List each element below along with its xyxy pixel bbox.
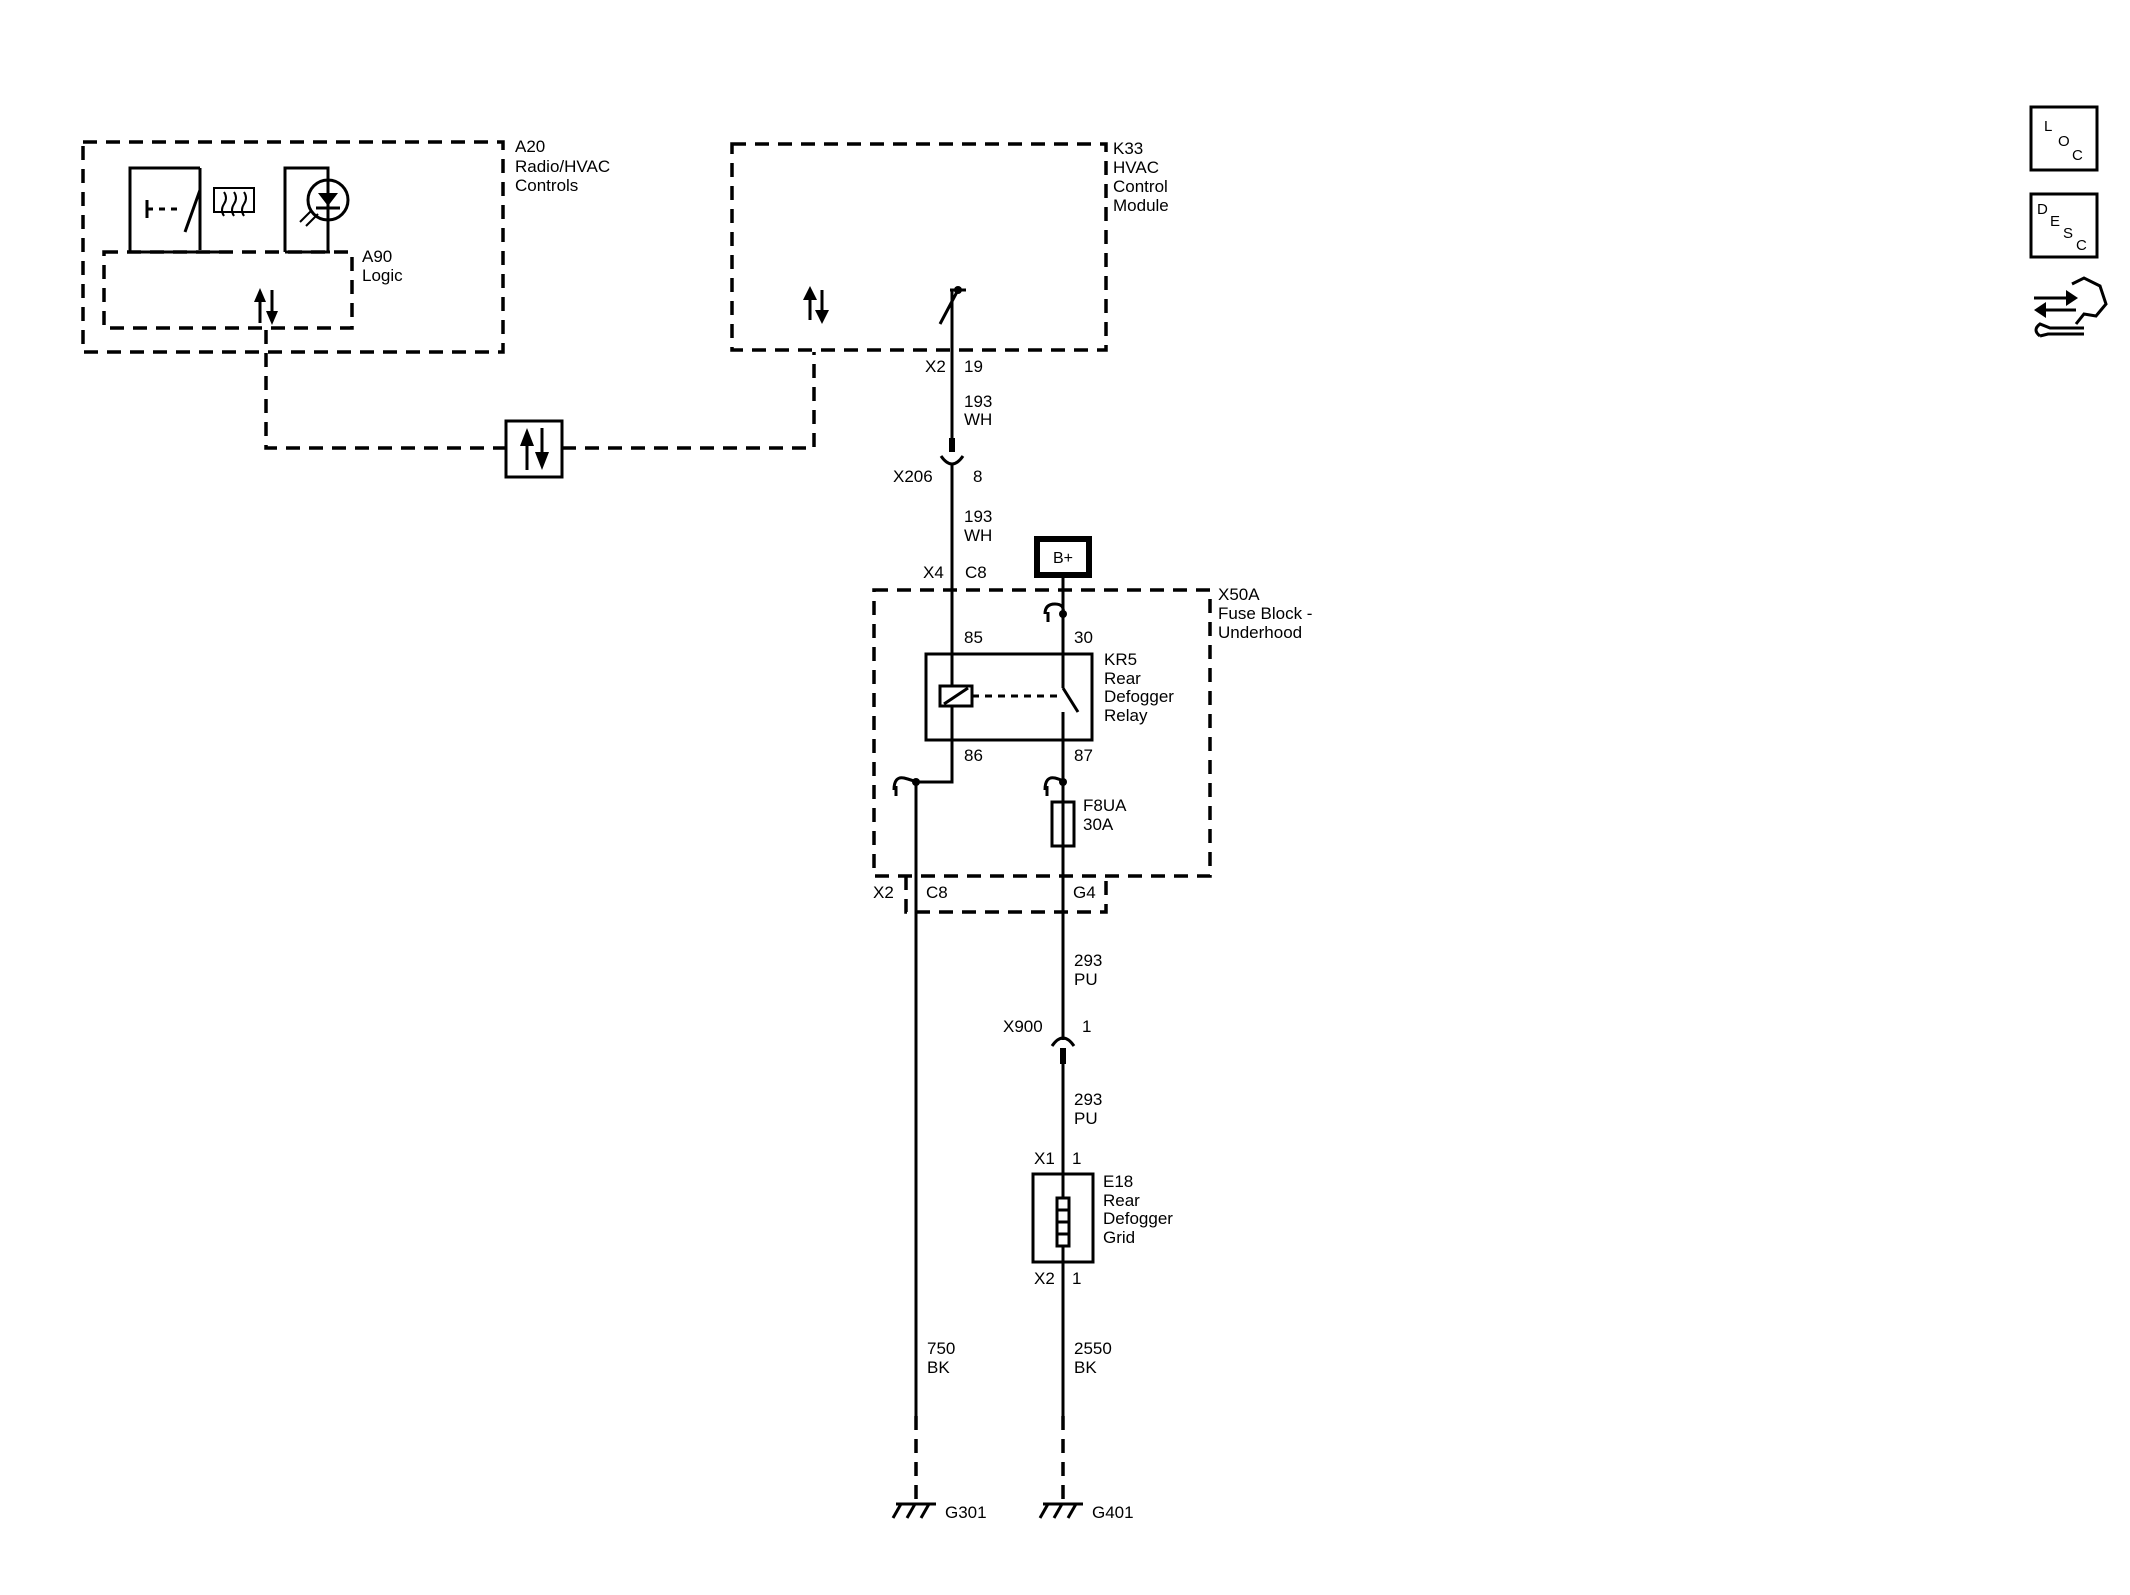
a90-id: A90 [362, 247, 392, 266]
defog-switch-icon [128, 166, 220, 254]
ground-g301[interactable] [891, 1416, 936, 1519]
x50a-fuse-block-underhood[interactable]: X50A Fuse Block - Underhood 85 30 KR5 Re… [872, 585, 1312, 1416]
x50a-line2: Underhood [1218, 623, 1302, 642]
w193b-color: WH [964, 526, 992, 545]
relay-pin-87: 87 [1074, 746, 1093, 765]
k33-line2: Control [1113, 177, 1168, 196]
x50a-line1: Fuse Block - [1218, 604, 1312, 623]
w750-circuit: 750 [927, 1339, 955, 1358]
desc-letter-1: D [2037, 201, 2048, 218]
w2550-circuit: 2550 [1074, 1339, 1112, 1358]
e18-bottom-connector-pin: 1 [1072, 1269, 1081, 1288]
k33-low-side-driver-icon [938, 286, 966, 440]
e18-top-connector-pin: 1 [1072, 1149, 1081, 1168]
w293a-color: PU [1074, 970, 1098, 989]
x206-inline-connector[interactable] [939, 438, 965, 590]
ground-g401-label: G401 [1092, 1503, 1134, 1522]
x900-name: X900 [1003, 1017, 1043, 1036]
kr5-id: KR5 [1104, 650, 1137, 669]
w193b-circuit: 193 [964, 507, 992, 526]
w750-color: BK [927, 1358, 950, 1377]
a90-data-arrows-icon [254, 288, 278, 325]
k33-connector-pin: 19 [964, 357, 983, 376]
ground-g401[interactable] [1038, 1416, 1083, 1519]
x50a-in-connector-name: X4 [923, 563, 944, 582]
desc-letter-2: E [2050, 213, 2060, 230]
k33-hvac-control-module[interactable]: K33 HVAC Control Module [730, 139, 1169, 440]
relay-pin-30: 30 [1074, 628, 1093, 647]
connector-tool-icon[interactable] [2034, 276, 2108, 338]
e18-top-connector-name: X1 [1034, 1149, 1055, 1168]
e18-rear-defogger-grid[interactable] [1031, 1172, 1095, 1264]
kr5-rear-defogger-relay[interactable] [924, 652, 1094, 742]
k33-line1: HVAC [1113, 158, 1159, 177]
x206-name: X206 [893, 467, 933, 486]
e18-line2: Defogger [1103, 1209, 1173, 1228]
kr5-line2: Defogger [1104, 687, 1174, 706]
x50a-x2-connector[interactable]: X2 C8 G4 [873, 876, 1108, 914]
e18-line1: Rear [1103, 1191, 1140, 1210]
f8ua-id: F8UA [1083, 796, 1127, 815]
w2550-color: BK [1074, 1358, 1097, 1377]
f8ua-rating: 30A [1083, 815, 1114, 834]
k33-line3: Module [1113, 196, 1169, 215]
desc-letter-4: C [2076, 237, 2087, 254]
w293b-circuit: 293 [1074, 1090, 1102, 1109]
e18-id: E18 [1103, 1172, 1133, 1191]
loc-letter-2: O [2058, 133, 2070, 150]
a20-line2: Controls [515, 176, 578, 195]
a90-logic[interactable]: A90 Logic [102, 247, 403, 330]
w193a-circuit: 193 [964, 392, 992, 411]
kr5-line3: Relay [1104, 706, 1148, 725]
desc-letter-3: S [2063, 225, 2073, 242]
w293b-color: PU [1074, 1109, 1098, 1128]
desc-icon[interactable]: D E S C [2029, 192, 2099, 259]
e18-bottom-connector-name: X2 [1034, 1269, 1055, 1288]
e18-line3: Grid [1103, 1228, 1135, 1247]
x900-inline-connector[interactable] [1050, 1036, 1076, 1180]
a90-line1: Logic [362, 266, 403, 285]
x206-pin: 8 [973, 467, 982, 486]
loc-letter-1: L [2044, 118, 2052, 135]
rear-defog-symbol-icon [213, 187, 255, 217]
k33-data-arrows-icon [803, 286, 829, 324]
w293a-circuit: 293 [1074, 951, 1102, 970]
a20-radio-hvac-controls[interactable]: A20 Radio/HVAC Controls [81, 137, 610, 354]
ground-g301-label: G301 [945, 1503, 987, 1522]
x50a-id: X50A [1218, 585, 1260, 604]
x900-pin: 1 [1082, 1017, 1091, 1036]
indicator-led-icon [283, 166, 350, 254]
x50a-out-pin-left: C8 [926, 883, 948, 902]
loc-letter-3: C [2072, 147, 2083, 164]
serial-data-line [264, 330, 816, 479]
kr5-line1: Rear [1104, 669, 1141, 688]
k33-connector-name: X2 [925, 357, 946, 376]
relay-pin-86: 86 [964, 746, 983, 765]
a20-id: A20 [515, 137, 545, 156]
battery-positive[interactable]: B+ [1034, 536, 1092, 590]
battery-label: B+ [1053, 550, 1073, 567]
a20-line1: Radio/HVAC [515, 157, 610, 176]
x50a-in-connector-pin: C8 [965, 563, 987, 582]
relay-pin-85: 85 [964, 628, 983, 647]
f8ua-fuse[interactable] [1050, 800, 1076, 848]
x50a-out-pin-right: G4 [1073, 883, 1096, 902]
loc-icon[interactable]: L O C [2029, 105, 2099, 172]
k33-id: K33 [1113, 139, 1143, 158]
w193a-color: WH [964, 410, 992, 429]
x50a-out-connector-name: X2 [873, 883, 894, 902]
